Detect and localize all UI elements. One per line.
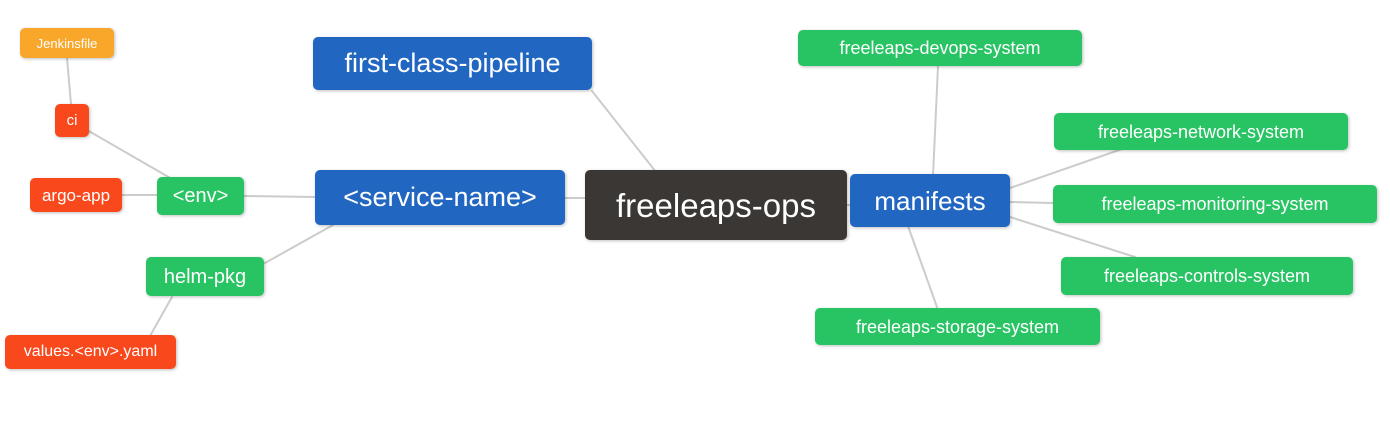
- edge-first-class-pipeline-to-freeleaps-ops: [591, 90, 657, 173]
- node-argo-app[interactable]: argo-app: [30, 178, 122, 212]
- edge-helm-pkg-to-service-name: [264, 224, 334, 264]
- node-freeleaps-monitoring-system[interactable]: freeleaps-monitoring-system: [1053, 185, 1377, 223]
- edge-manifests-to-freeleaps-controls-system: [1009, 216, 1136, 258]
- edge-jenkinsfile-to-ci: [66, 57, 72, 105]
- node-ci[interactable]: ci: [55, 104, 89, 137]
- edge-ci-to-env: [86, 129, 173, 180]
- node-freeleaps-ops[interactable]: freeleaps-ops: [585, 170, 847, 240]
- node-values-env-yaml[interactable]: values.<env>.yaml: [5, 335, 176, 369]
- node-helm-pkg[interactable]: helm-pkg: [146, 257, 264, 296]
- node-jenkinsfile[interactable]: Jenkinsfile: [20, 28, 114, 58]
- node-manifests[interactable]: manifests: [850, 174, 1010, 227]
- node-freeleaps-network-system[interactable]: freeleaps-network-system: [1054, 113, 1348, 150]
- node-env[interactable]: <env>: [157, 177, 244, 215]
- node-freeleaps-storage-system[interactable]: freeleaps-storage-system: [815, 308, 1100, 345]
- edge-manifests-to-freeleaps-monitoring-system: [1009, 201, 1054, 204]
- edge-values-env-yaml-to-helm-pkg: [149, 296, 173, 337]
- edge-manifests-to-freeleaps-storage-system: [907, 225, 938, 308]
- node-freeleaps-controls-system[interactable]: freeleaps-controls-system: [1061, 257, 1353, 295]
- edge-manifests-to-freeleaps-devops-system: [932, 65, 939, 177]
- edge-env-to-service-name: [243, 195, 316, 198]
- edge-manifests-to-freeleaps-network-system: [1009, 148, 1123, 189]
- node-service-name[interactable]: <service-name>: [315, 170, 565, 225]
- node-first-class-pipeline[interactable]: first-class-pipeline: [313, 37, 592, 90]
- node-freeleaps-devops-system[interactable]: freeleaps-devops-system: [798, 30, 1082, 66]
